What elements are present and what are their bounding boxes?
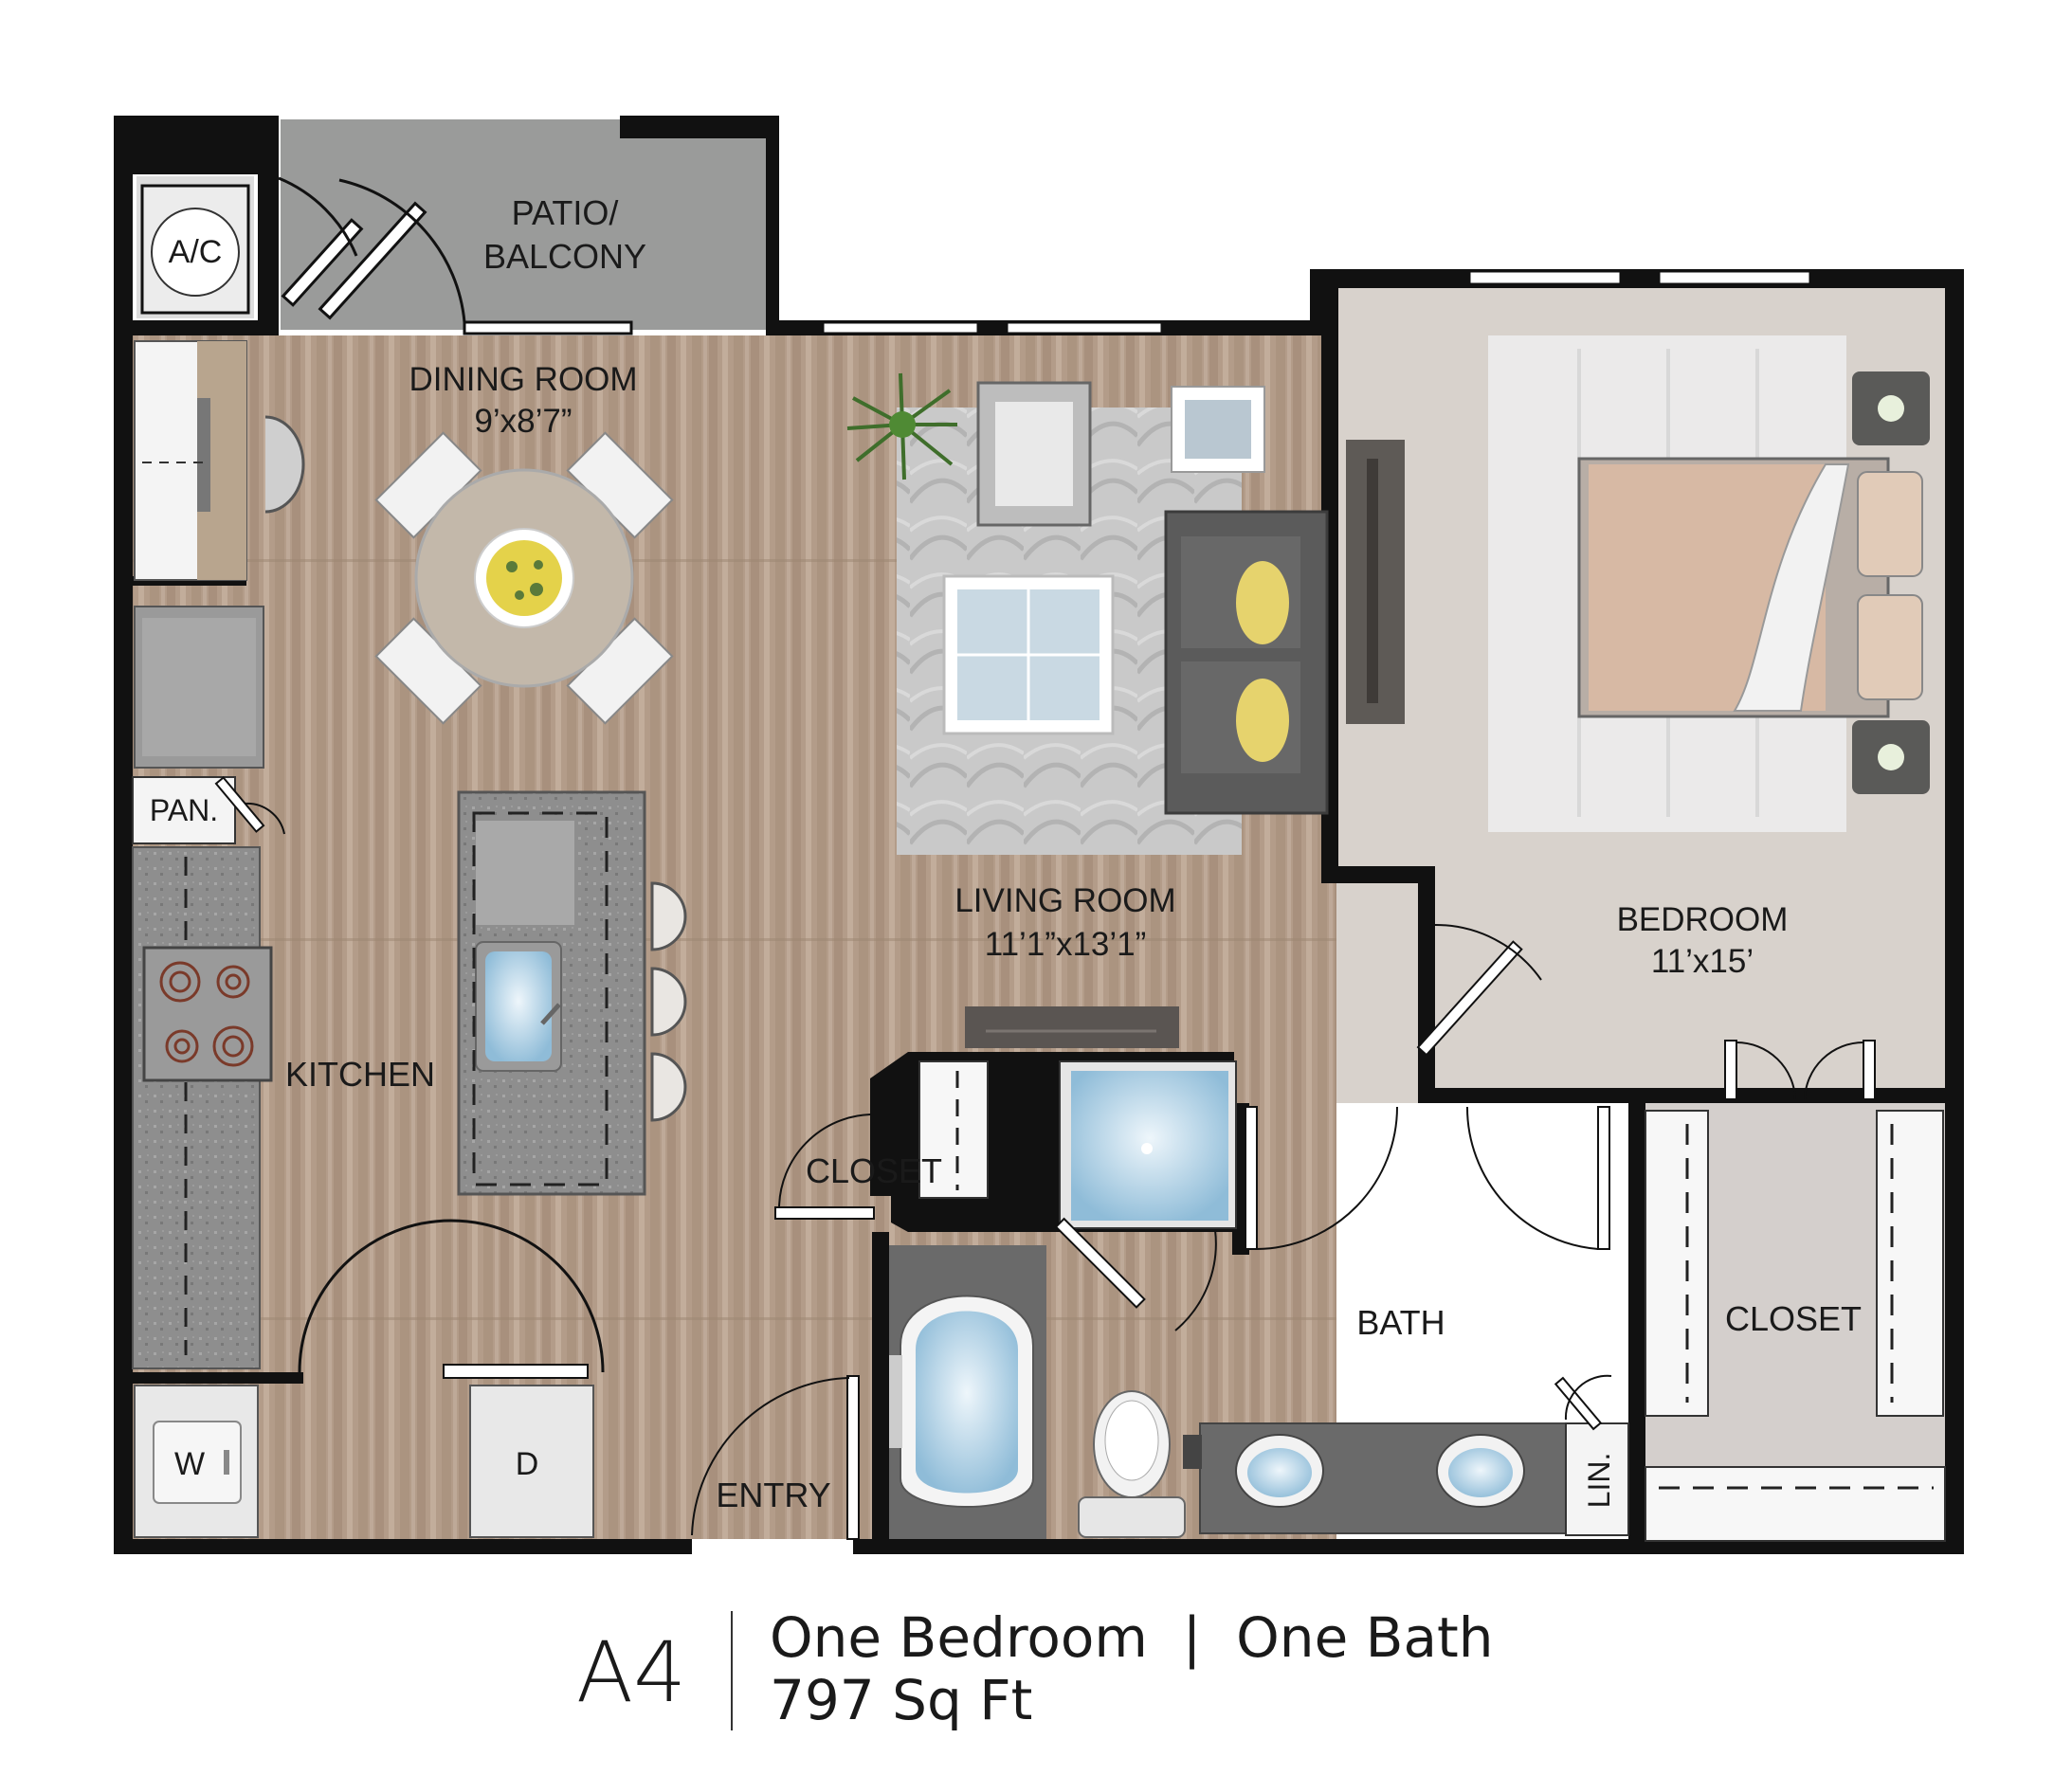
bedroom-furniture [1346,335,1930,832]
kitchen-appliances [132,340,305,1369]
patio-label-line2: BALCONY [483,237,646,276]
unit-type: One Bedroom | One Bath [770,1605,1494,1670]
dining-room-dimensions: 9’x8’7” [474,403,572,440]
bedroom-closet-label: CLOSET [1725,1299,1862,1338]
bedroom-door[interactable] [1416,923,1542,1057]
entry-closet [774,1060,989,1220]
bedroom-label: BEDROOM [1617,901,1789,938]
dryer-label: D [516,1446,539,1482]
kitchen-island [457,790,646,1196]
patio-label-line1: PATIO/ [512,193,619,232]
walk-in-closet [1645,1110,1946,1542]
bedroom-dimensions: 11’x15’ [1651,943,1754,980]
pantry-label: PAN. [150,793,218,827]
plant-icon [846,372,957,480]
living-room-label: LIVING ROOM [954,882,1175,919]
bathtub [889,1268,1043,1535]
vanity [1183,1374,1629,1536]
bath-label: BATH [1356,1303,1445,1342]
linen-label: LIN. [1582,1453,1616,1509]
bath-doors[interactable] [1245,1106,1610,1250]
living-room-dimensions: 11’1”x13’1” [985,926,1147,963]
windows [463,269,1812,335]
living-room-furniture [846,372,1329,1048]
closet-double-doors[interactable] [1724,1040,1876,1100]
washer-label: W [174,1446,205,1482]
dining-table [374,431,674,725]
ac-label: A/C [169,234,223,270]
laundry [134,1219,605,1538]
toilet [1078,1390,1186,1538]
bar-stools [650,881,687,1122]
entry-door[interactable] [691,1375,860,1540]
dining-room-label: DINING ROOM [409,361,637,398]
unit-code: A4 [576,1623,686,1721]
kitchen-label: KITCHEN [285,1055,435,1094]
shower [1054,1060,1237,1331]
entry-closet-label: CLOSET [806,1151,942,1190]
entry-label: ENTRY [716,1476,830,1514]
ac-unit [140,184,250,315]
patio-door[interactable] [278,176,466,323]
patio-floor [281,119,766,330]
pantry[interactable] [132,776,285,844]
unit-area: 797 Sq Ft [770,1668,1032,1732]
